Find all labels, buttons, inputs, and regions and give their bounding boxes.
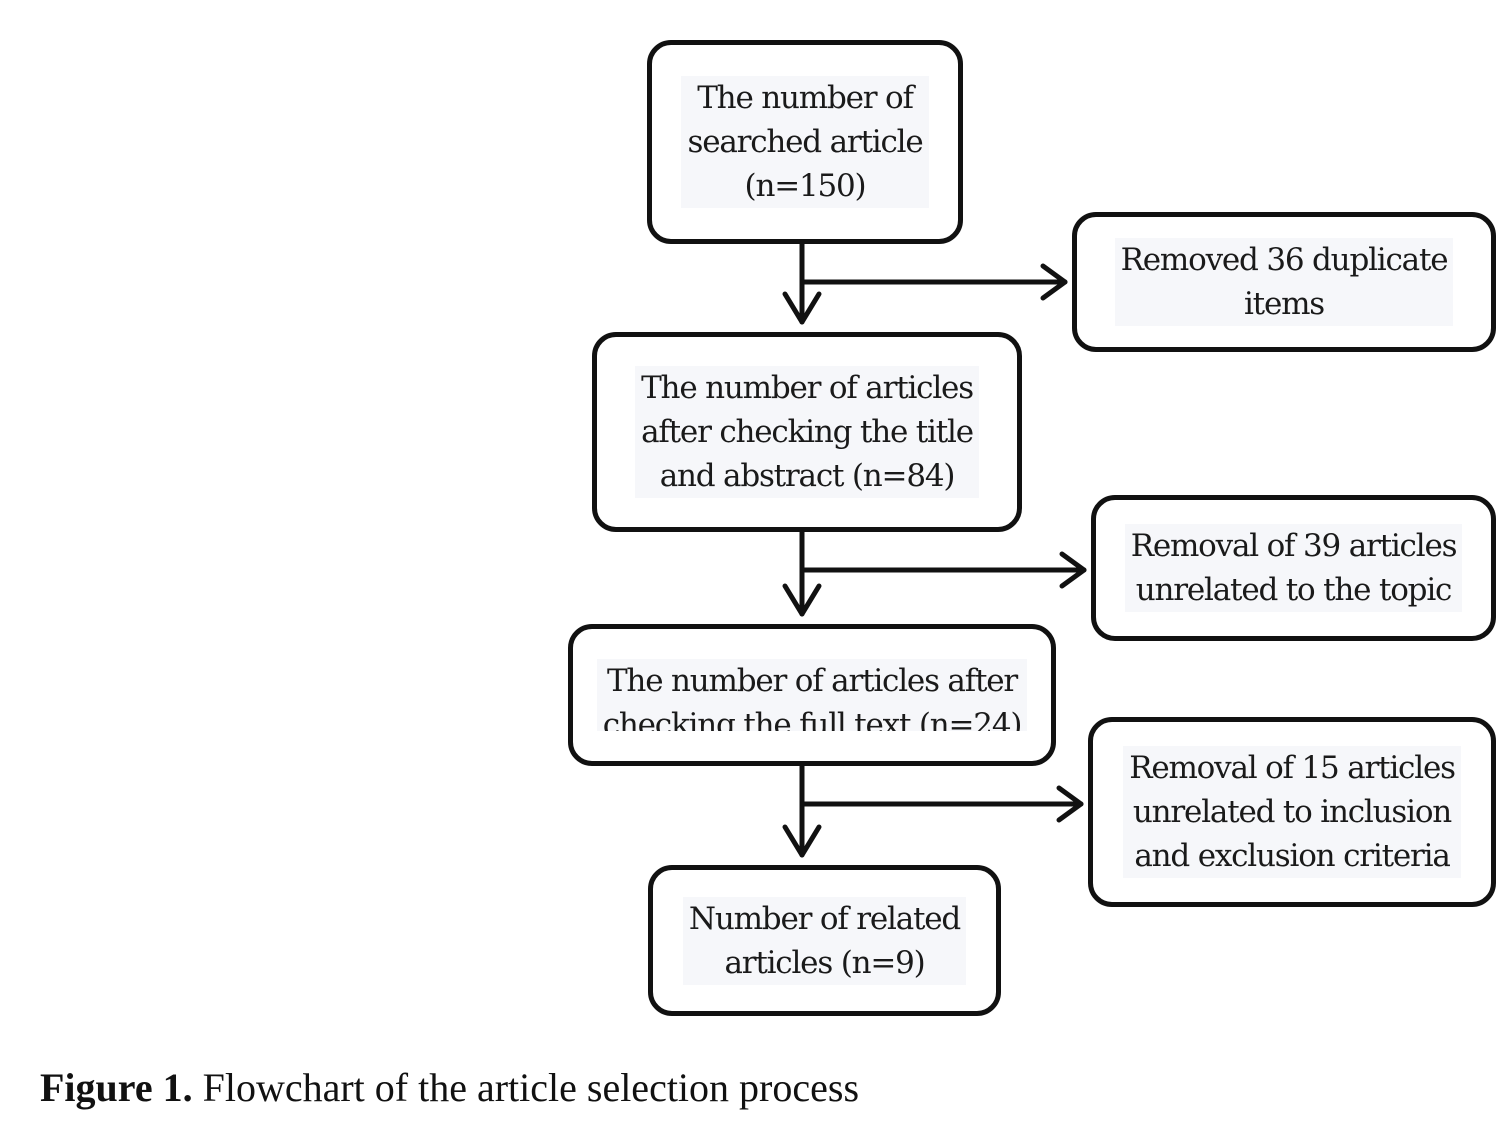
- arrowhead-right-3: [1056, 785, 1084, 823]
- exclusion-box-criteria: Removal of 15 articles unrelated to incl…: [1088, 717, 1496, 907]
- step-text-related: Number of related articles (n=9): [682, 896, 967, 985]
- exclusion-text-duplicates: Removed 36 duplicate items: [1114, 238, 1454, 326]
- step-box-full-text: The number of articles after checking th…: [568, 624, 1056, 766]
- step-text-title-abstract: The number of articles after checking th…: [635, 366, 979, 498]
- step-text-searched: The number of searched article (n=150): [681, 76, 929, 208]
- caption-label: Figure 1.: [40, 1065, 193, 1110]
- exclusion-text-unrelated-topic: Removal of 39 articles unrelated to the …: [1124, 524, 1463, 612]
- step-box-related: Number of related articles (n=9): [648, 865, 1001, 1016]
- caption-text: Flowchart of the article selection proce…: [202, 1065, 860, 1110]
- arrowhead-down-2: [782, 583, 822, 617]
- exclusion-box-duplicates: Removed 36 duplicate items: [1072, 212, 1496, 352]
- exclusion-box-unrelated-topic: Removal of 39 articles unrelated to the …: [1091, 495, 1496, 641]
- step-text-full-text: The number of articles after checking th…: [596, 659, 1028, 731]
- step-box-searched: The number of searched article (n=150): [647, 40, 963, 244]
- step-box-title-abstract: The number of articles after checking th…: [592, 332, 1022, 532]
- arrowhead-down-3: [782, 824, 822, 858]
- arrowhead-right-2: [1059, 551, 1087, 589]
- arrowhead-right-1: [1040, 263, 1068, 301]
- arrowhead-down-1: [782, 291, 822, 325]
- figure-caption: Figure 1. Flowchart of the article selec…: [40, 1064, 859, 1111]
- exclusion-text-criteria: Removal of 15 articles unrelated to incl…: [1123, 746, 1461, 878]
